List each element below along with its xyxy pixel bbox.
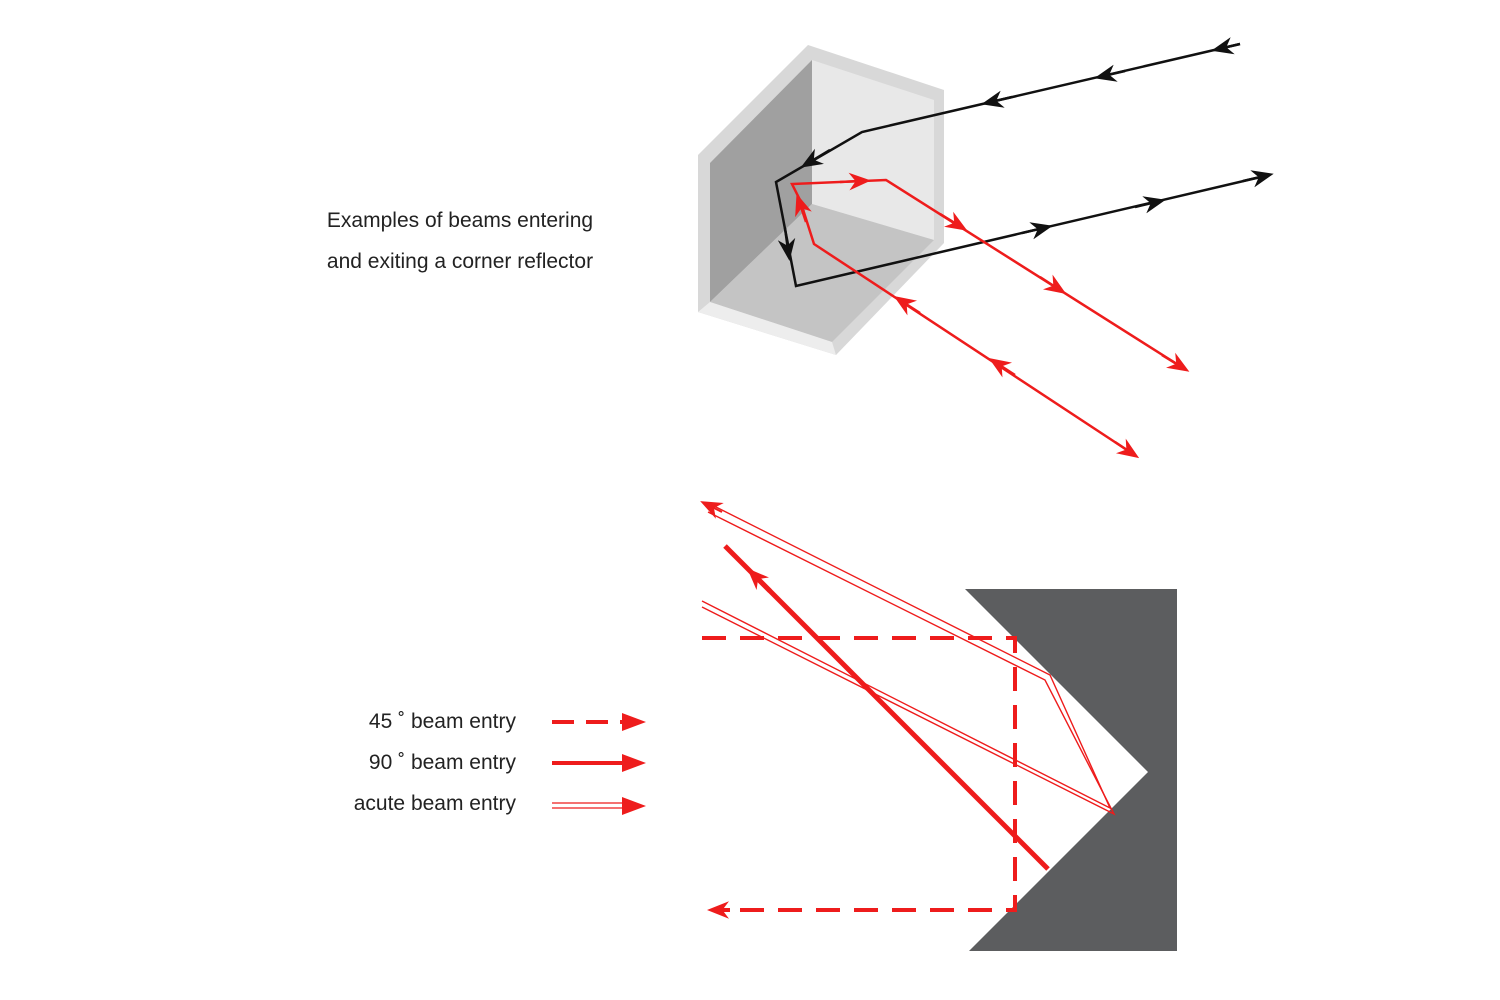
- black-beam-arrow: [1021, 222, 1053, 240]
- reflector-left-wall: [710, 60, 812, 302]
- red-beam-3d-path: [790, 178, 1181, 454]
- black-beam-arrow: [1211, 37, 1241, 55]
- black-beam-arrow: [1134, 196, 1166, 214]
- red-beam-3d-arrow: [839, 172, 871, 191]
- legend-label-45: 45 ˚ beam entry: [368, 710, 516, 733]
- red-beam-3d-arrow: [795, 193, 812, 223]
- reflector-floor: [710, 204, 934, 342]
- legend-45-arrow: [622, 713, 646, 731]
- legend-symbols: [552, 713, 646, 815]
- legend-acute-arrow: [622, 797, 646, 815]
- beam-acute-path: [701, 504, 1112, 810]
- black-beam-arrow: [1242, 170, 1274, 188]
- black-beam-arrow: [800, 148, 831, 168]
- black-beam-arrow: [777, 227, 796, 261]
- black-beam-arrow: [1094, 64, 1126, 82]
- reflector-cross-section: [965, 589, 1177, 951]
- red-beam-3d-arrow: [1114, 438, 1140, 459]
- beam-acute: [701, 504, 1116, 816]
- legend-label-acute: acute beam entry: [353, 792, 516, 815]
- beam-acute-arrow: [700, 501, 724, 519]
- beam-90-arrow: [747, 568, 772, 593]
- corner-reflector-3d: [698, 45, 944, 355]
- caption-line-2: and exiting a corner reflector: [326, 250, 594, 273]
- red-beam-3d-arrow: [893, 296, 921, 316]
- reflector-back-wall: [812, 60, 934, 240]
- red-beam-3d: [790, 172, 1190, 459]
- red-beam-3d-arrow: [1161, 352, 1190, 372]
- red-beam-3d-arrow: [1039, 274, 1067, 294]
- beam-45-degree: [702, 636, 1017, 912]
- caption-line-1: Examples of beams entering: [326, 209, 594, 232]
- legend-90-arrow: [622, 754, 646, 772]
- legend-label-90: 90 ˚ beam entry: [368, 751, 516, 774]
- red-beam-3d-arrow: [988, 358, 1016, 378]
- red-beam-3d-arrow: [939, 211, 968, 231]
- beam-acute-path: [701, 511, 1116, 816]
- beam-90-path: [723, 544, 1050, 871]
- beam-45-path: [702, 636, 1017, 912]
- reflector-bottom-lip: [698, 302, 836, 355]
- diagram-caption: Examples of beams entering and exiting a…: [285, 200, 635, 282]
- black-beam-arrow: [981, 90, 1013, 108]
- black-beam: [774, 37, 1274, 288]
